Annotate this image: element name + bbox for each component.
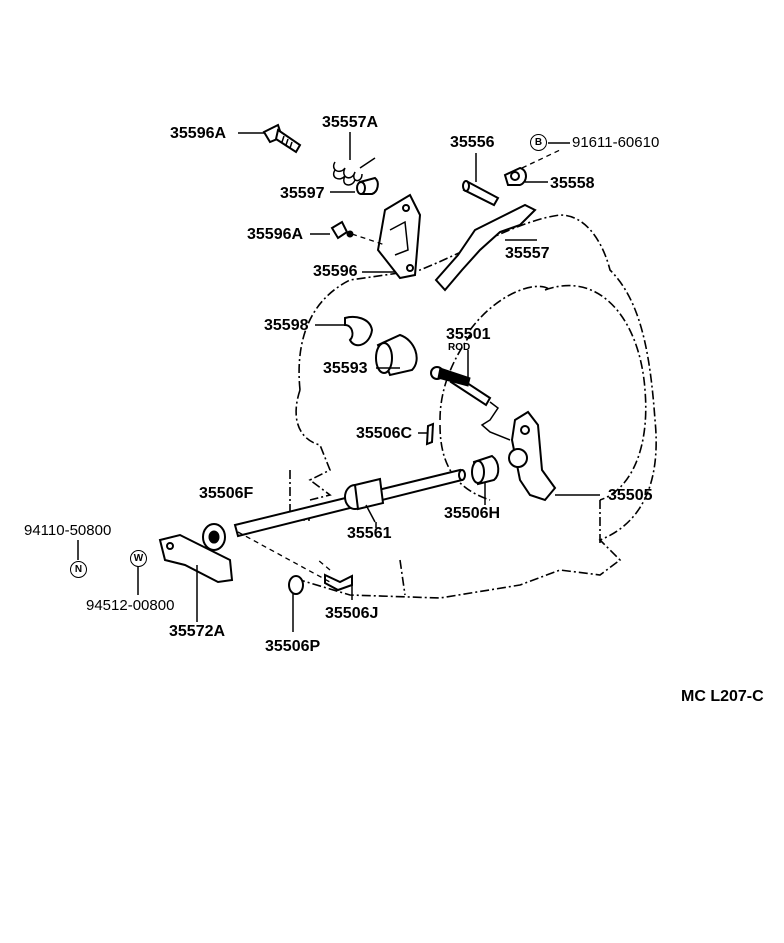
plate-35572A bbox=[158, 533, 234, 622]
label-35556: 35556 bbox=[450, 134, 495, 151]
clip-35558 bbox=[503, 166, 548, 186]
label-35558: 35558 bbox=[550, 175, 595, 192]
label-35593: 35593 bbox=[323, 360, 368, 377]
bracket-35596 bbox=[362, 193, 422, 280]
label-35561: 35561 bbox=[347, 525, 392, 542]
label-35596A-top: 35596A bbox=[170, 125, 227, 142]
cushion-35598 bbox=[315, 315, 374, 347]
bushing-35506H bbox=[471, 454, 500, 505]
bolt-35596A-top bbox=[238, 123, 302, 154]
label-35506P: 35506P bbox=[265, 638, 321, 655]
label-35557: 35557 bbox=[505, 245, 550, 262]
shaft-end-dash bbox=[237, 531, 331, 583]
spring-35557A bbox=[333, 132, 376, 186]
nut-badge-icon: N bbox=[70, 561, 87, 578]
label-35598: 35598 bbox=[264, 317, 309, 334]
bolt-91611-leader bbox=[521, 149, 561, 169]
label-35557A: 35557A bbox=[322, 114, 379, 131]
washer-badge-icon: W bbox=[130, 550, 147, 567]
pin-35556 bbox=[462, 153, 500, 207]
label-94110-50800: 94110-50800 bbox=[24, 522, 112, 539]
label-35572A: 35572A bbox=[169, 623, 226, 640]
label-rod: ROD bbox=[448, 342, 471, 353]
label-35596: 35596 bbox=[313, 263, 358, 280]
label-35506J: 35506J bbox=[325, 605, 379, 622]
label-94512-00800: 94512-00800 bbox=[86, 597, 175, 614]
shift-lever-35505 bbox=[508, 410, 600, 502]
knob-35593 bbox=[375, 333, 418, 377]
diagram-code: MC L207-C bbox=[681, 688, 764, 705]
lever-35557 bbox=[434, 203, 537, 292]
washer-35506P bbox=[288, 575, 304, 632]
transmission-case-outline bbox=[289, 214, 657, 599]
oil-seal-35506F bbox=[202, 523, 226, 551]
bolt-35596A-mid bbox=[310, 220, 386, 246]
collar-35597 bbox=[330, 176, 379, 195]
rod-35501 bbox=[430, 350, 511, 441]
label-35597: 35597 bbox=[280, 185, 325, 202]
label-91611-60610: 91611-60610 bbox=[572, 134, 660, 151]
label-35506H: 35506H bbox=[444, 505, 501, 522]
retainer-35506C bbox=[418, 422, 435, 446]
label-35596A-mid: 35596A bbox=[247, 226, 304, 243]
clip-35506J bbox=[317, 559, 353, 600]
label-35506F: 35506F bbox=[199, 485, 254, 502]
shift-rod-35561 bbox=[233, 468, 466, 538]
label-35501: 35501 bbox=[446, 326, 491, 343]
bolt-badge-icon: B bbox=[530, 134, 547, 151]
label-35506C: 35506C bbox=[356, 425, 413, 442]
label-35505: 35505 bbox=[608, 487, 653, 504]
